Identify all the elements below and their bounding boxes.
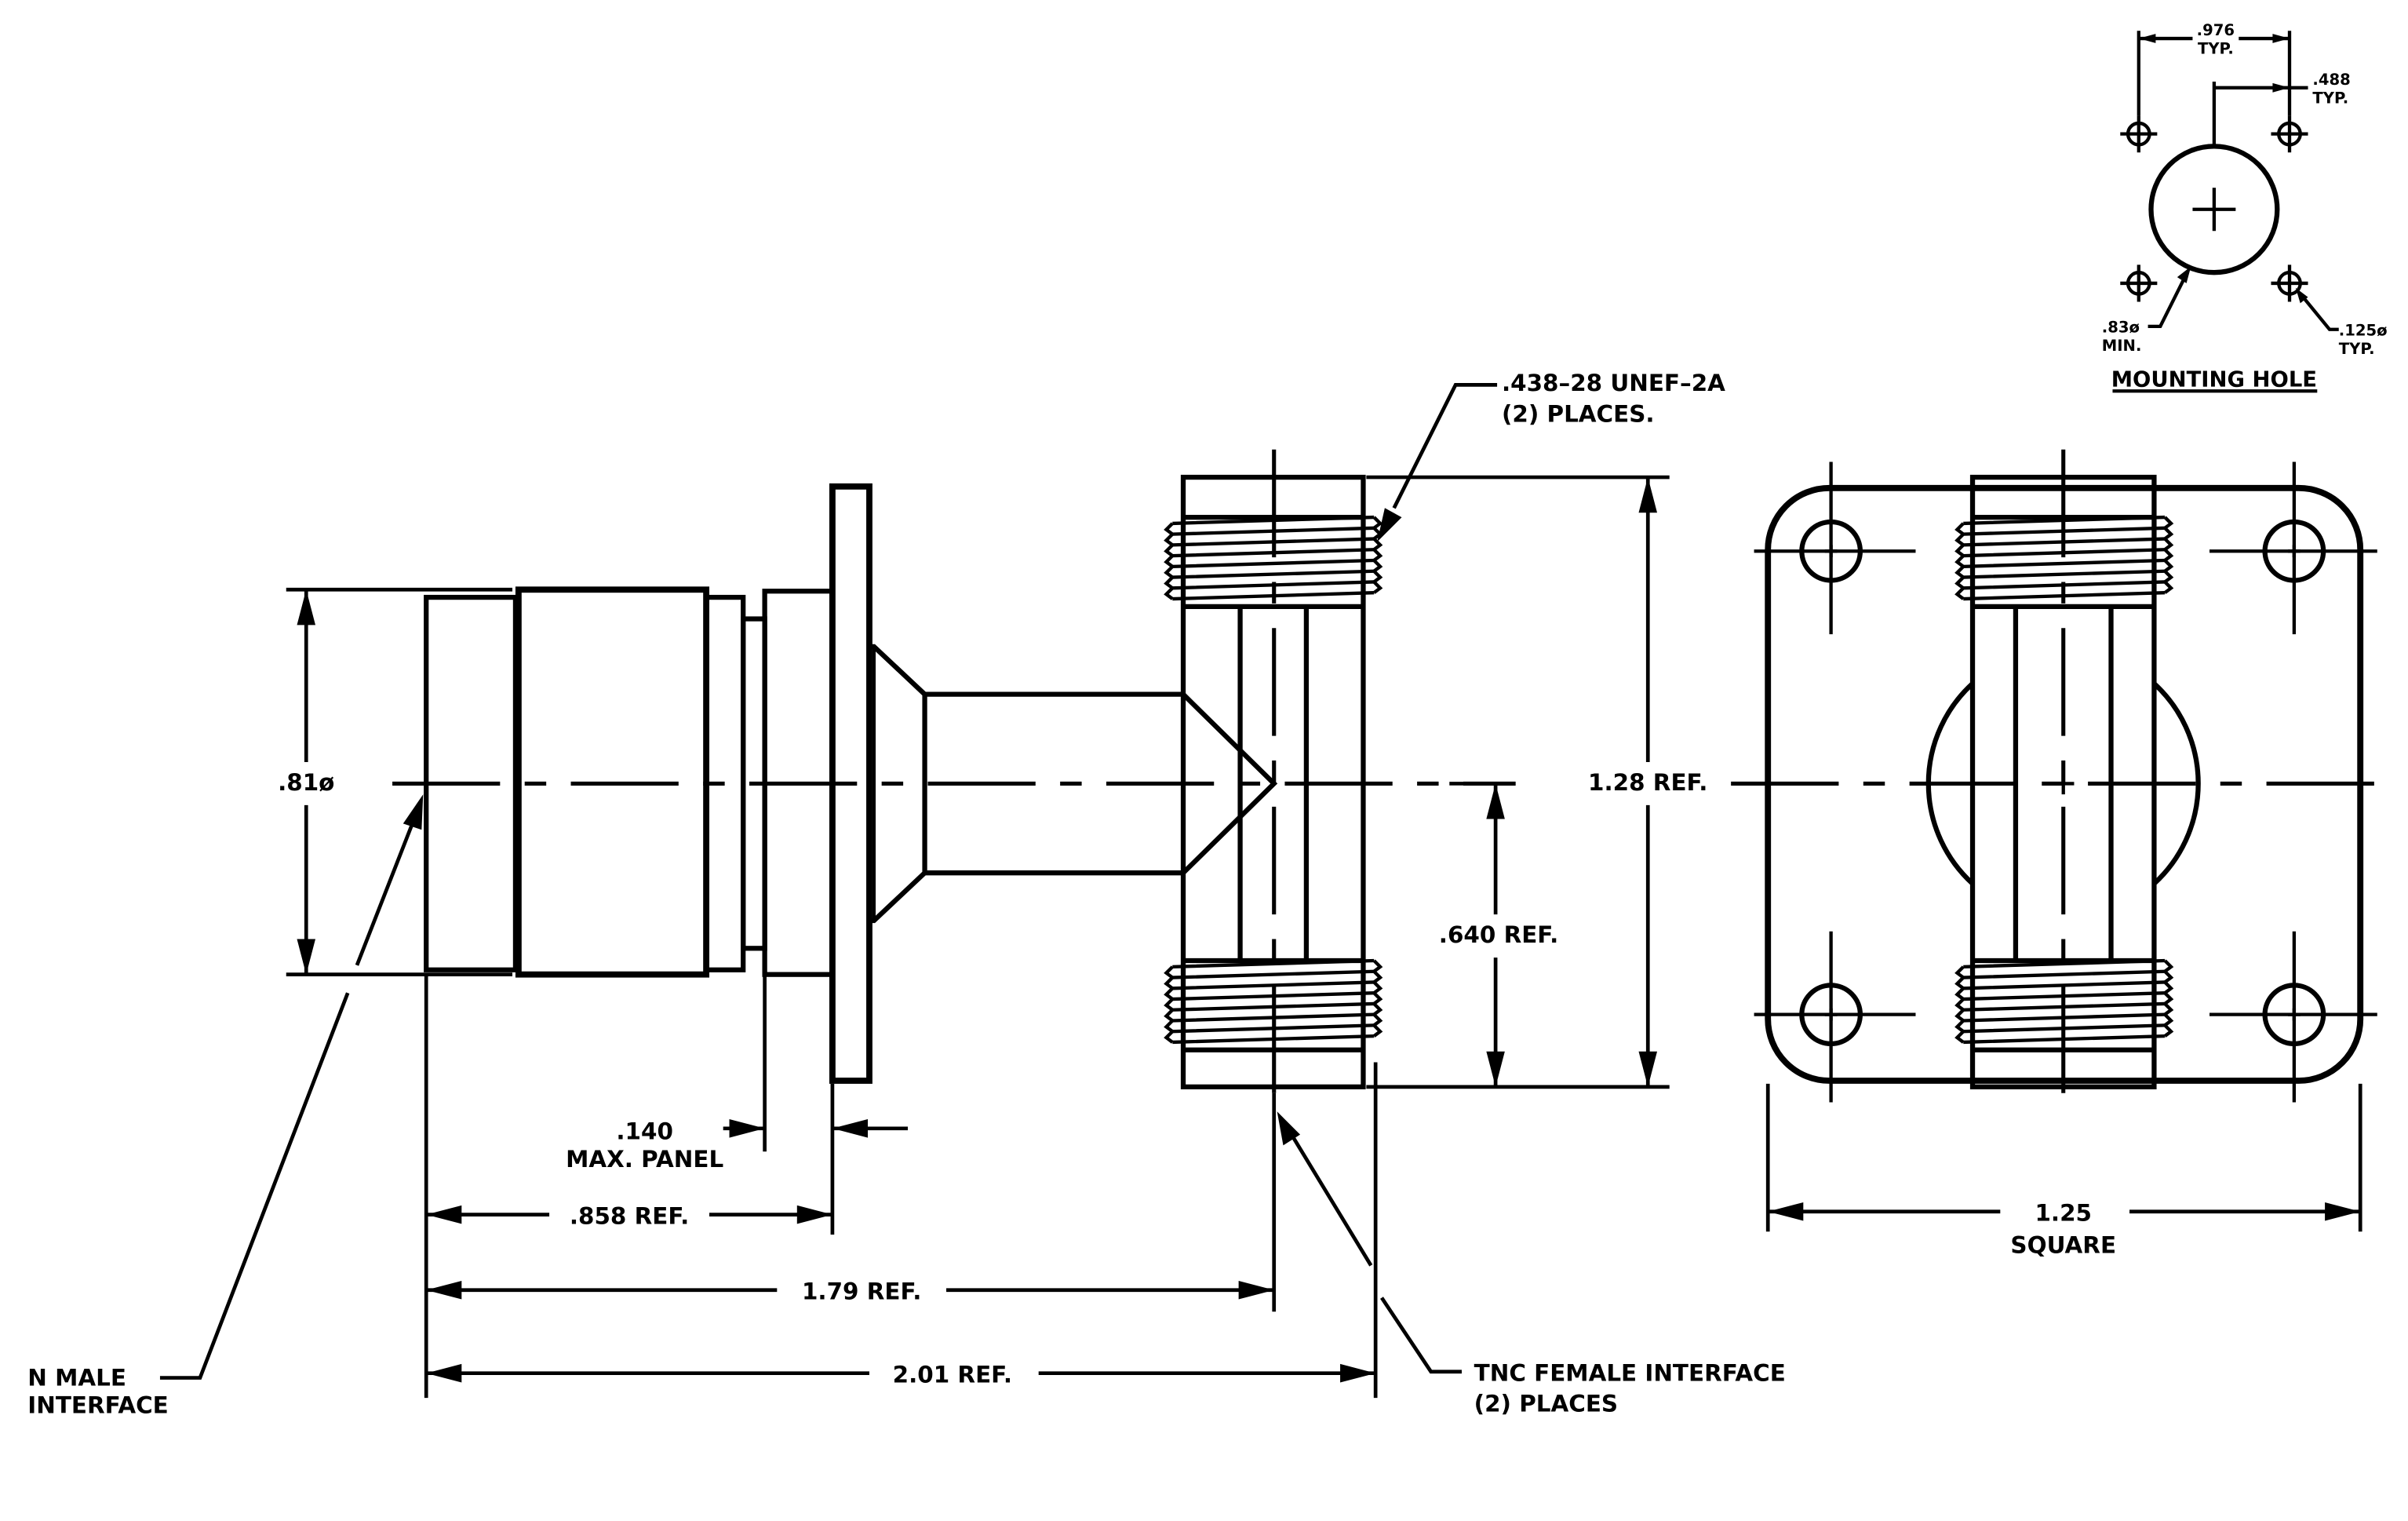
- mounting-hole-title: MOUNTING HOLE: [2111, 367, 2317, 392]
- front-view: [1731, 449, 2398, 1232]
- drawing-labels: .81ø 1.28 REF. .640 REF. .438–28 UNEF–2A…: [27, 21, 2387, 1419]
- hole-dia-line2: TYP.: [2339, 340, 2375, 358]
- thread-spec-line1: .438–28 UNEF–2A: [1502, 370, 1725, 396]
- dim-976-line2: TYP.: [2198, 40, 2234, 58]
- hole-dia-line1: .125ø: [2339, 322, 2388, 340]
- dim-488-line2: TYP.: [2312, 89, 2348, 107]
- bore-dia-line2: MIN.: [2102, 337, 2142, 355]
- side-view: [392, 449, 1516, 1112]
- panel-label-line1: .140: [616, 1118, 673, 1145]
- dim-976-line1: .976: [2197, 21, 2235, 39]
- thread-spec-line2: (2) PLACES.: [1502, 400, 1655, 427]
- mounting-holes: [1754, 461, 2377, 1103]
- dimensions-side: [159, 383, 1670, 1399]
- panel-flange: [829, 483, 872, 1084]
- n-male-label-line1: N MALE: [27, 1364, 126, 1391]
- dim-858-label: .858 REF.: [570, 1202, 689, 1229]
- outer-dia-label: .81ø: [278, 769, 334, 796]
- panel-label-line2: MAX. PANEL: [566, 1146, 723, 1173]
- bore-dia-line1: .83ø: [2102, 319, 2140, 337]
- dim-488-line1: .488: [2312, 71, 2350, 89]
- tnc-label-line2: (2) PLACES: [1474, 1391, 1618, 1417]
- square-label-line1: 1.25: [2035, 1199, 2092, 1226]
- dim-179-label: 1.79 REF.: [802, 1278, 921, 1305]
- mounting-hole-detail: [2112, 31, 2339, 393]
- square-label-line2: SQUARE: [2010, 1232, 2116, 1259]
- overall-height-label: 1.28 REF.: [1588, 769, 1707, 796]
- half-height-label: .640 REF.: [1439, 921, 1558, 948]
- tnc-label-line1: TNC FEMALE INTERFACE: [1474, 1359, 1786, 1386]
- n-male-label-line2: INTERFACE: [27, 1392, 168, 1419]
- dim-201-label: 2.01 REF.: [893, 1361, 1012, 1388]
- tee-body: [1164, 449, 1383, 1112]
